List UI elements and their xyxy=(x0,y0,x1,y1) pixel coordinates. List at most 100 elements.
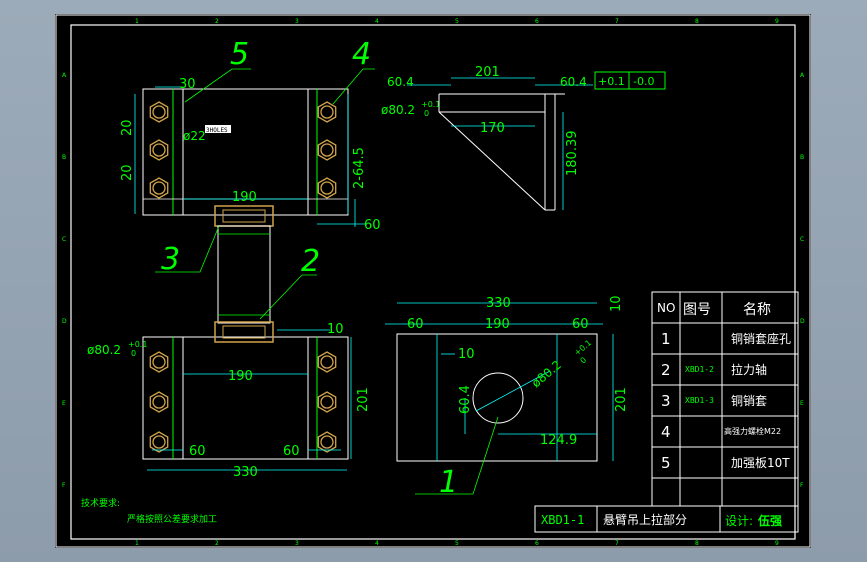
dim-tol-minus: 0 xyxy=(579,355,589,365)
dim-180-39: 180.39 xyxy=(565,131,580,177)
bom-no: 5 xyxy=(661,454,671,472)
bolt-washer xyxy=(152,105,166,119)
border-col-mark: 8 xyxy=(695,540,699,547)
view-plate-top: 30 20 20 ø22 3HOLES 190 2-64.5 60 xyxy=(120,77,381,233)
border-row-mark: E xyxy=(62,400,66,407)
bom-code: XBD1-3 xyxy=(685,396,714,405)
bolt-head xyxy=(317,431,337,453)
dim-tol-minus: 0 xyxy=(424,109,429,118)
lug-bushing xyxy=(214,321,274,343)
dim-60-right: 60 xyxy=(572,317,589,332)
bolt-head xyxy=(317,177,337,199)
dim-60-4-left: 60.4 xyxy=(387,75,414,89)
bom-no: 2 xyxy=(661,361,671,379)
leader-1 xyxy=(415,416,499,495)
bolt-washer xyxy=(320,435,334,449)
bolt-hex xyxy=(317,139,337,161)
tol-plus: +0.1 xyxy=(598,75,625,88)
notes-title: 技术要求: xyxy=(81,497,120,509)
bolt-head xyxy=(149,391,169,413)
balloon-4: 4 xyxy=(352,37,371,72)
border-row-mark: B xyxy=(800,154,804,161)
drawing-number: XBD1-1 xyxy=(541,513,584,527)
balloon-5: 5 xyxy=(230,37,249,72)
hole-note-box xyxy=(205,125,231,133)
border-col-mark: 6 xyxy=(535,540,539,547)
border-row-mark: C xyxy=(800,236,804,243)
dim-20-b: 20 xyxy=(120,164,135,181)
dim-170: 170 xyxy=(480,121,505,136)
tol-box-minus xyxy=(628,71,666,90)
plate-outline xyxy=(396,333,598,462)
border-row-mark: F xyxy=(800,482,804,489)
bolt-head xyxy=(149,351,169,373)
bolt-head xyxy=(317,391,337,413)
designer-label: 设计: xyxy=(725,514,753,528)
bolt-hex xyxy=(317,177,337,199)
leader-3 xyxy=(155,225,220,273)
bom-header-code: 图号 xyxy=(683,302,711,318)
dim-201: 201 xyxy=(356,387,371,412)
border-col-mark: 8 xyxy=(695,18,699,25)
bolt-head xyxy=(149,101,169,123)
dim-201: 201 xyxy=(475,65,500,80)
dim-dia-80-2: ø80.2 xyxy=(529,358,564,391)
border-col-mark: 7 xyxy=(615,18,619,25)
dim-190: 190 xyxy=(485,317,510,332)
notes-line-1: 严格按照公差要求加工 xyxy=(127,513,217,525)
dim-tol-plus: +0.1 xyxy=(573,338,594,357)
border-col-mark: 6 xyxy=(535,18,539,25)
bom-no: 1 xyxy=(661,330,671,348)
bom-code: XBD1-2 xyxy=(685,365,714,374)
dim-330: 330 xyxy=(233,465,258,480)
bolt-hex xyxy=(149,139,169,161)
bolt-washer xyxy=(320,355,334,369)
dim-10: 10 xyxy=(609,295,624,312)
bolt-head xyxy=(149,431,169,453)
tol-minus: -0.0 xyxy=(633,75,654,88)
bom-border xyxy=(651,291,799,507)
pull-shaft xyxy=(217,225,271,324)
border-col-mark: 2 xyxy=(215,18,219,25)
drawing-title: 悬臂吊上拉部分 xyxy=(603,512,687,527)
border-row-mark: A xyxy=(62,72,67,79)
outer-frame xyxy=(55,14,811,548)
view-plate-bottom: ø80.2 +0.1 0 10 190 201 60 60 330 xyxy=(87,321,371,480)
dim-10-inner: 10 xyxy=(458,347,475,362)
dim-60-left: 60 xyxy=(407,317,424,332)
dim-tol-plus: +0.1 xyxy=(128,340,147,349)
border-col-mark: 9 xyxy=(775,18,779,25)
dim-dia-80-2: ø80.2 xyxy=(87,343,121,357)
balloon-1: 1 xyxy=(439,465,458,500)
bolt-washer xyxy=(320,395,334,409)
dim-10: 10 xyxy=(327,322,344,337)
bolt-head xyxy=(317,351,337,373)
gusset-diagonal xyxy=(438,111,546,211)
bom-name: 铜销套座孔 xyxy=(731,331,791,346)
dim-60-4: 60.4 xyxy=(458,385,473,414)
dim-190: 190 xyxy=(228,369,253,384)
bom-no: 3 xyxy=(661,392,671,410)
dim-60-left: 60 xyxy=(189,444,206,459)
bolt-washer xyxy=(152,181,166,195)
bolt-head xyxy=(317,101,337,123)
dim-tol-plus: +0.1 xyxy=(421,100,440,109)
bolt-washer xyxy=(320,143,334,157)
border-row-mark: D xyxy=(800,318,805,325)
dim-20-a: 20 xyxy=(120,119,135,136)
title-block-border xyxy=(534,505,799,533)
bom-no: 4 xyxy=(661,423,671,441)
bolt-hex xyxy=(317,391,337,413)
bom-row: 1 铜销套座孔 xyxy=(661,330,791,348)
bom-header-name: 名称 xyxy=(743,302,771,318)
leader-4 xyxy=(332,68,375,105)
bolt-washer xyxy=(320,105,334,119)
dim-201: 201 xyxy=(614,387,629,412)
part-balloons: 5 4 3 2 1 xyxy=(155,37,499,500)
hole-note: 3HOLES xyxy=(206,127,228,134)
bom-name: 拉力轴 xyxy=(731,362,767,377)
